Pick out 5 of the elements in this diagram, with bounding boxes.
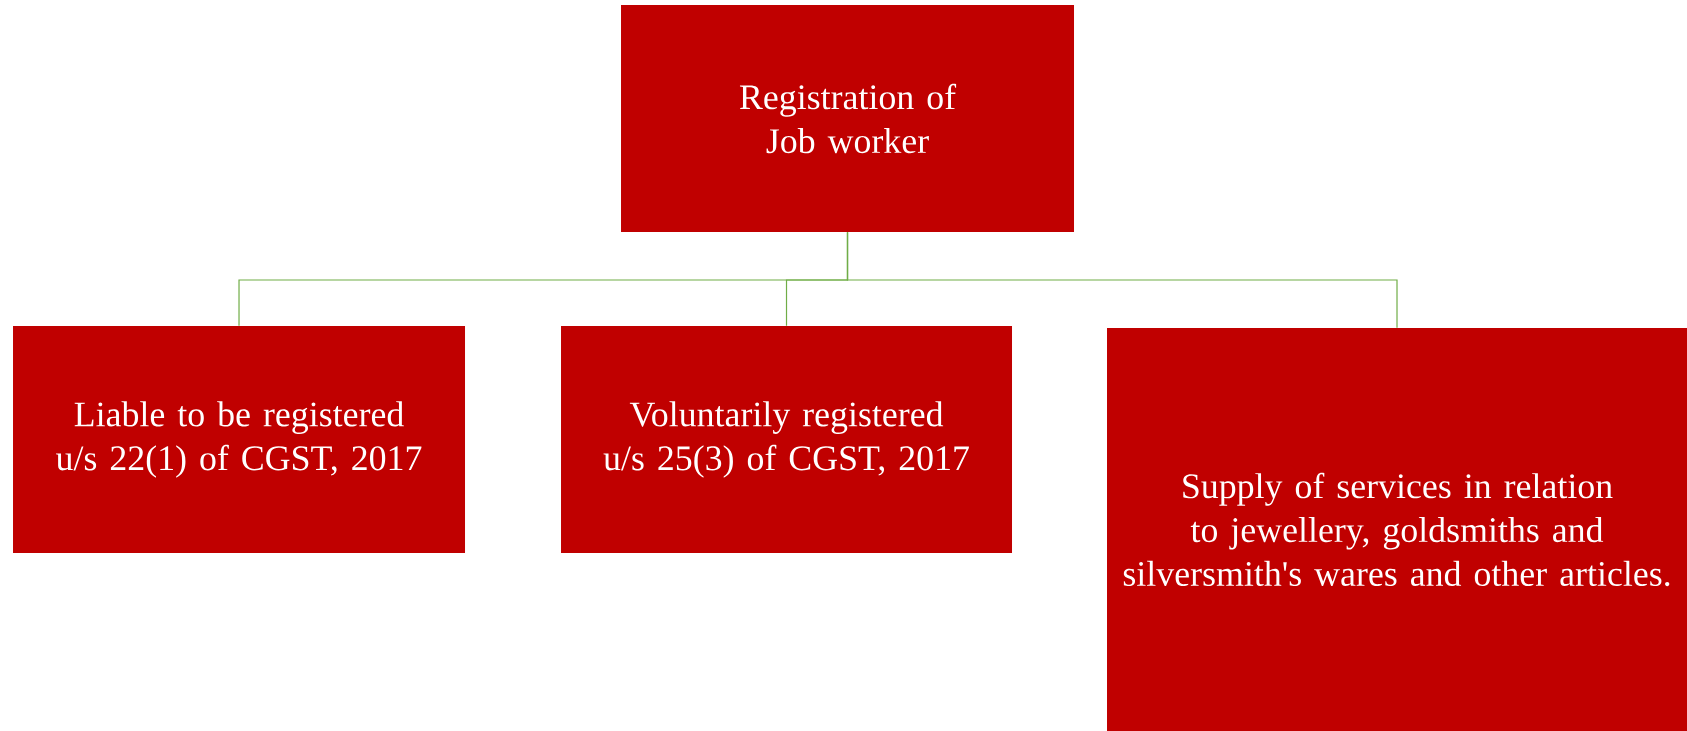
process-box: Voluntarily registered u/s 25(3) of CGST, 2017 [561,326,1012,553]
process-box: Registration of Job worker [621,5,1074,232]
process-box: Supply of services in relation to jewellery, goldsmiths and silversmith's wares and other articles. [1107,328,1687,731]
process-box: Liable to be registered u/s 22(1) of CGST, 2017 [13,326,465,553]
connector-line [846,231,1398,329]
